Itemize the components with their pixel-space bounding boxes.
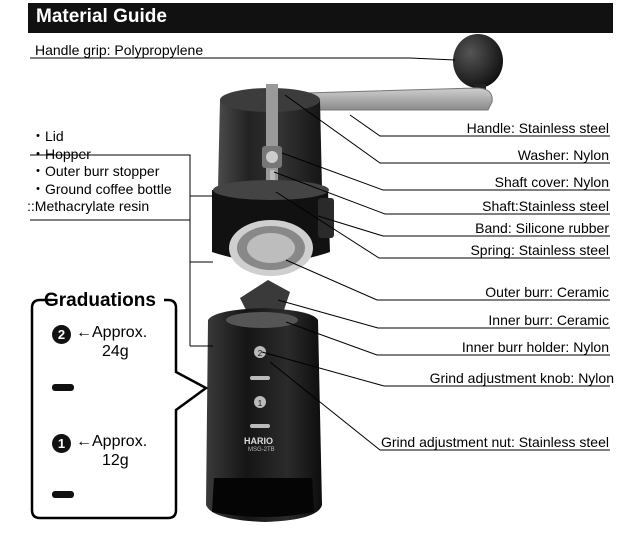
device-model: MSG-2TB	[248, 447, 275, 453]
graduation-mark-dash	[52, 384, 74, 391]
label-band: Band: Silicone rubber	[475, 220, 609, 236]
device-brand: HARIO	[244, 436, 273, 446]
label-grind-adjustment-nut: Grind adjustment nut: Stainless steel	[380, 434, 609, 450]
graduation-mark-dash	[52, 491, 74, 498]
graduation-1-amount: 12g	[102, 452, 129, 469]
graduation-1-label: ←Approx.	[76, 433, 148, 450]
svg-text:1: 1	[258, 399, 263, 408]
graduations-title: Graduations	[44, 290, 156, 311]
list-item-lid: ・Lid	[31, 128, 64, 144]
graduation-2-amount: 24g	[102, 343, 129, 360]
label-grind-adjustment-knob: Grind adjustment knob: Nylon	[429, 370, 614, 386]
label-spring: Spring: Stainless steel	[470, 242, 609, 258]
left-parts-list: ・Lid ・Hopper ・Outer burr stopper ・Ground…	[27, 128, 172, 216]
graduations-bubble	[30, 298, 209, 520]
handle-arm	[271, 87, 493, 111]
list-item-hopper: ・Hopper	[31, 145, 91, 162]
ground-coffee-bottle: 2 1	[206, 308, 322, 522]
graduation-2-label: ←Approx.	[76, 324, 148, 341]
handle-grip-label: Handle grip: Polypropylene	[35, 42, 204, 58]
list-item-ground-coffee-bottle: ・Ground coffee bottle	[31, 180, 172, 197]
graduation-1-badge: 1	[52, 434, 71, 453]
list-item-material: ::Methacrylate resin	[27, 198, 150, 214]
label-washer: Washer: Nylon	[517, 147, 609, 163]
label-inner-burr-holder: Inner burr holder: Nylon	[461, 339, 609, 355]
list-item-outer-burr-stopper: ・Outer burr stopper	[31, 163, 160, 179]
leader-lines	[30, 57, 610, 451]
band	[212, 180, 334, 276]
svg-text:2: 2	[258, 349, 263, 358]
hopper	[218, 84, 322, 210]
section-title: Material Guide	[36, 6, 167, 27]
label-shaft-cover: Shaft cover: Nylon	[494, 174, 609, 190]
label-shaft: Shaft:Stainless steel	[482, 198, 609, 214]
label-inner-burr: Inner burr: Ceramic	[488, 312, 609, 328]
section-header: Material Guide	[28, 3, 613, 33]
label-handle: Handle: Stainless steel	[466, 120, 609, 136]
graduation-2-badge: 2	[52, 325, 71, 344]
label-outer-burr: Outer burr: Ceramic	[485, 284, 609, 300]
outer-burr	[240, 280, 290, 318]
